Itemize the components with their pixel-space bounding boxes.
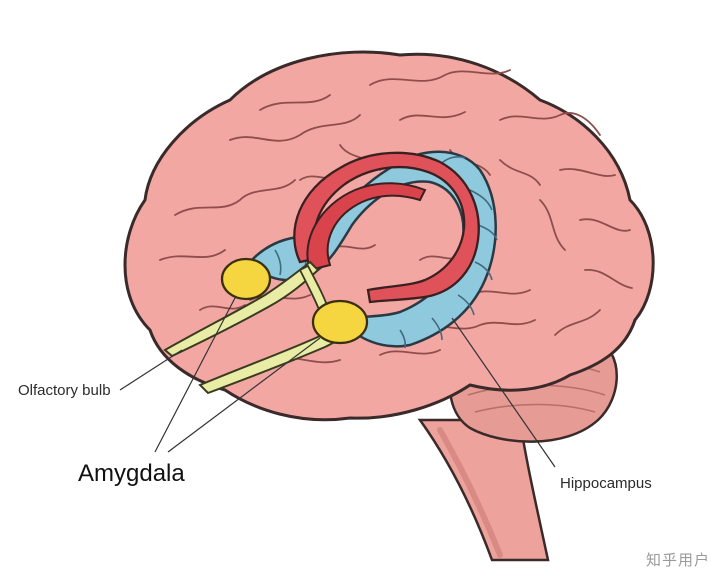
- leader-hippocampus: [451, 317, 556, 468]
- olfactory-tract-upper: [163, 260, 320, 358]
- amygdala-left: [220, 257, 272, 301]
- amygdala-right: [311, 299, 369, 345]
- watermark-text: 知乎用户: [645, 551, 710, 569]
- brainstem-shading: [437, 427, 503, 558]
- fornix-outer: [293, 151, 480, 304]
- label-amygdala: Amygdala: [78, 460, 185, 487]
- hippocampus-ridges: [274, 156, 498, 349]
- label-hippocampus: Hippocampus: [560, 475, 652, 492]
- leader-amygdala-left: [154, 295, 237, 453]
- cerebrum: [123, 50, 655, 422]
- fornix-inner: [306, 182, 427, 272]
- leader-amygdala-right: [167, 337, 321, 453]
- leader-lines: [119, 295, 556, 468]
- leader-olfactory: [119, 349, 183, 391]
- label-olfactory-bulb: Olfactory bulb: [18, 382, 111, 399]
- brain-sulci: [159, 69, 633, 364]
